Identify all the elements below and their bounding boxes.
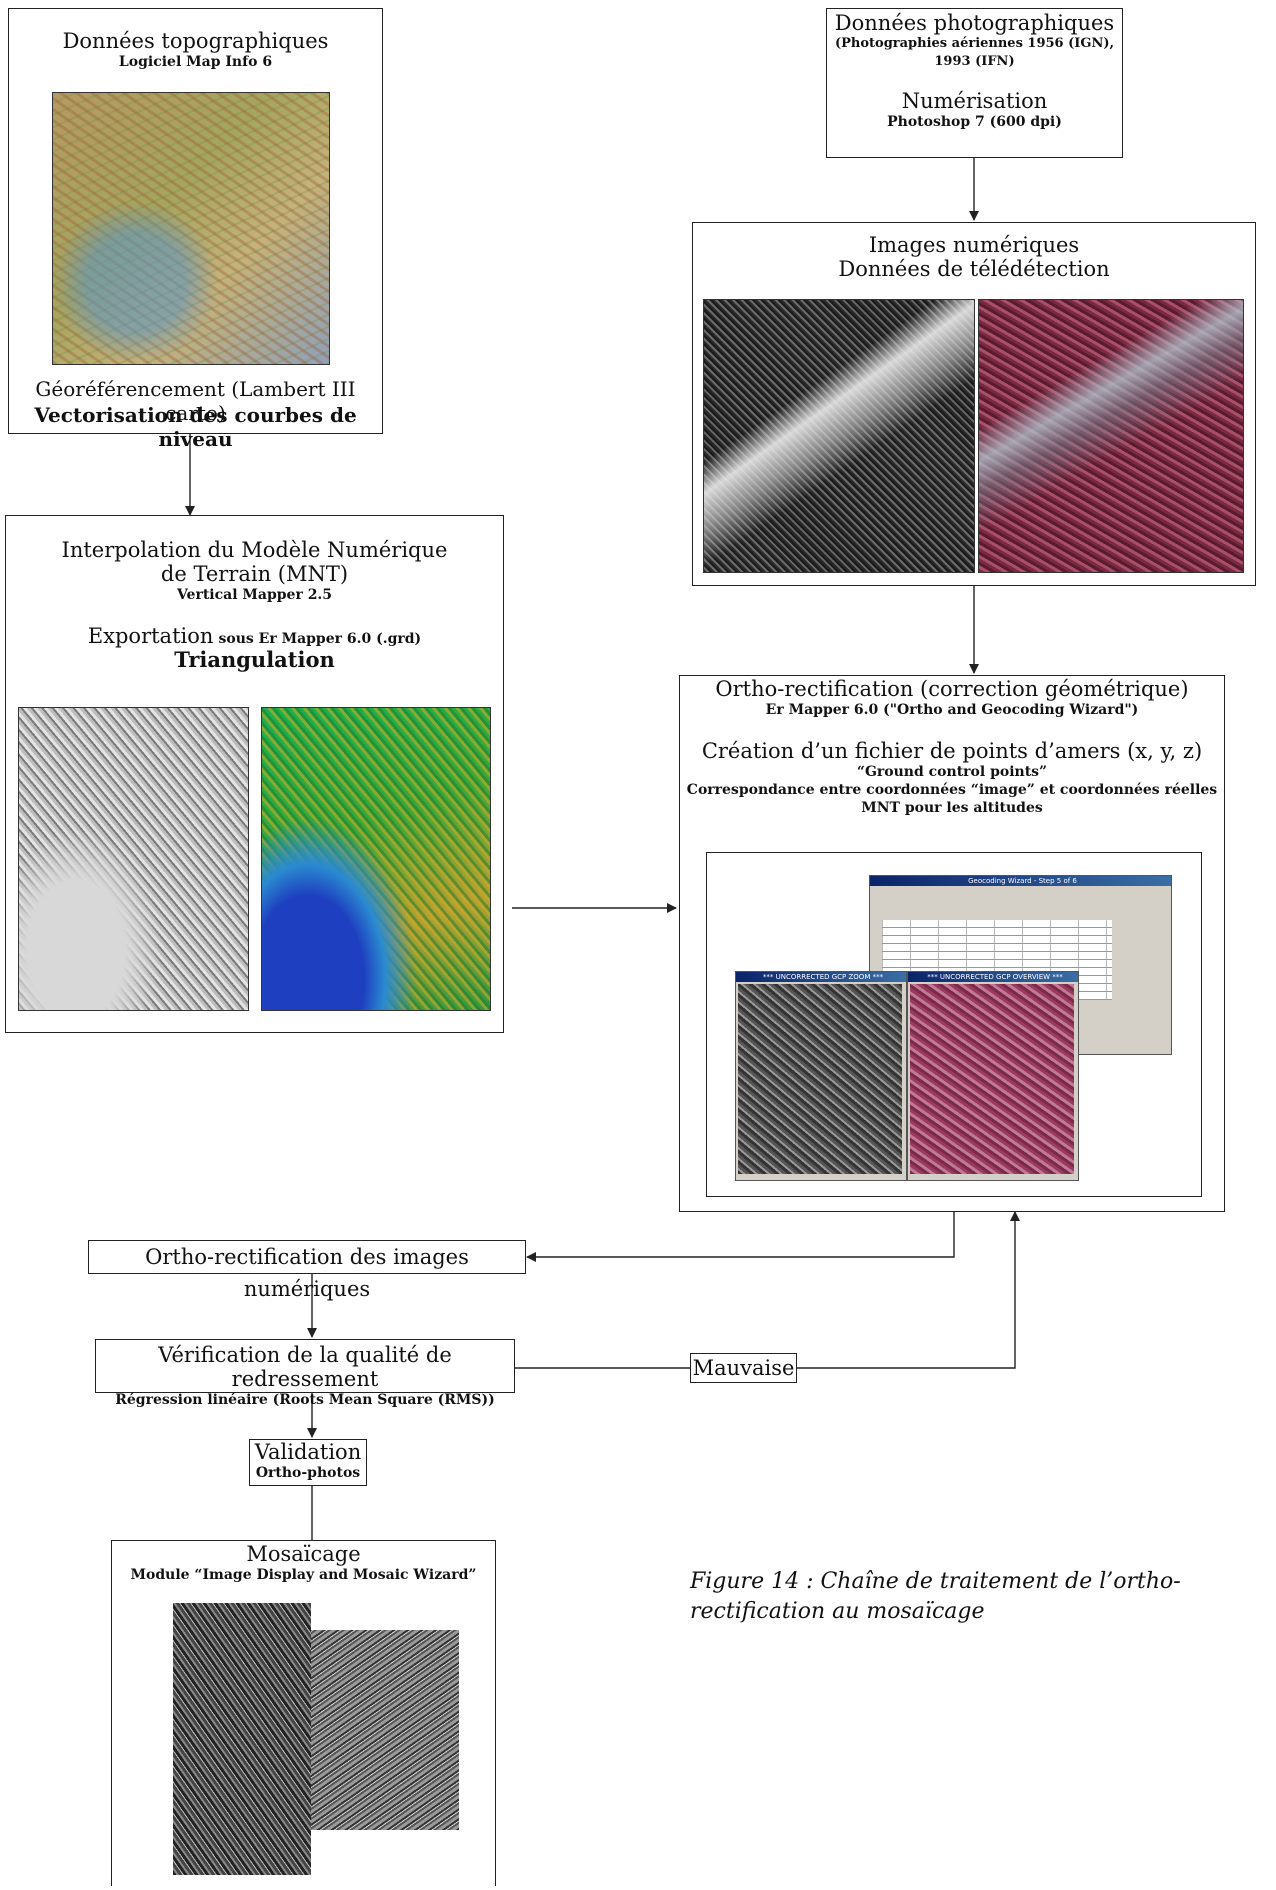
topo-map-image [52,92,330,365]
figure-caption: Figure 14 : Chaîne de traitement de l’or… [690,1567,1210,1627]
hillshade-image [18,707,249,1011]
mnt-export-line: Exportation sous Er Mapper 6.0 (.grd) [6,624,503,648]
gcp-overview-window: *** UNCORRECTED GCP OVERVIEW *** [907,971,1079,1181]
mosaic-subtitle: Module “Image Display and Mosaic Wizard” [130,1567,477,1583]
verif-box: Vérification de la qualité de redresseme… [95,1339,515,1408]
validation-box: Validation Ortho-photos [249,1439,367,1486]
mnt-subtitle: Vertical Mapper 2.5 [176,587,333,603]
validation-title: Validation [254,1440,362,1464]
ortho-subtitle: Er Mapper 6.0 ("Ortho and Geocoding Wiza… [765,702,1139,718]
ortho-images-box: Ortho-rectification des images numérique… [88,1240,526,1301]
gcp-zoom-image [738,984,902,1174]
photo-step: Numérisation [901,89,1048,113]
images-line2: Données de télédétection [838,257,1110,281]
mnt-triangulation: Triangulation [174,647,335,672]
mosaic-title: Mosaïcage [246,1542,361,1566]
gcp-title: Création d’un fichier de points d’amers … [701,739,1203,763]
mnt-box: Interpolation du Modèle Numérique de Ter… [5,515,504,1033]
caption-line-1: Figure 14 : Chaîne de traitement de l’or… [690,1569,1181,1594]
validation-subtitle: Ortho-photos [255,1465,361,1481]
mnt-title-2: de Terrain (MNT) [160,562,349,586]
ortho-title: Ortho-rectification (correction géométri… [715,677,1189,701]
mauvaise-label: Mauvaise [692,1356,795,1380]
arrow-mauvaise-to-ortho [797,1211,1020,1369]
images-box: Images numériques Données de télédétecti… [692,222,1256,586]
mnt-export-sub: sous Er Mapper 6.0 (.grd) [218,631,422,647]
gcp-subtitle: “Ground control points” [856,764,1048,780]
wizard-title: Geocoding Wizard - Step 5 of 6 [870,876,1171,886]
verif-subtitle: Régression linéaire (Roots Mean Square (… [115,1392,495,1408]
mnt-title-1: Interpolation du Modèle Numérique [61,538,448,562]
photo-step-sub: Photoshop 7 (600 dpi) [887,114,1062,130]
ortho-images-label: Ortho-rectification des images numérique… [145,1245,469,1301]
mosaic-image-right [311,1630,459,1830]
ortho-box: Ortho-rectification (correction géométri… [679,675,1225,1212]
topo-title: Données topographiques [62,29,329,53]
overview-window-title: *** UNCORRECTED GCP OVERVIEW *** [908,972,1078,982]
mnt-export-main: Exportation [87,624,214,648]
caption-line-2: rectification au mosaïcage [690,1599,985,1624]
topo-subtitle: Logiciel Map Info 6 [118,54,273,70]
mosaic-image-left [173,1603,311,1875]
verif-title: Vérification de la qualité de redresseme… [158,1343,452,1391]
photo-title: Données photographiques [834,11,1115,35]
photo-subtitle-2: 1993 (IFN) [934,54,1015,69]
gcp-mnt-altitudes: MNT pour les altitudes [861,800,1043,816]
images-line1: Images numériques [868,233,1080,257]
mosaic-box: Mosaïcage Module “Image Display and Mosa… [111,1540,496,1886]
topo-vector: Vectorisation des courbes de niveau [34,403,357,451]
mauvaise-box: Mauvaise [690,1353,797,1383]
topo-georef: Géoréférencement (Lambert III carto) [35,377,356,425]
topo-box: Données topographiques Logiciel Map Info… [8,8,383,451]
er-mapper-screenshot: Geocoding Wizard - Step 5 of 6 *** UNCOR… [706,852,1202,1197]
gcp-zoom-window: *** UNCORRECTED GCP ZOOM *** [735,971,907,1181]
zoom-window-title: *** UNCORRECTED GCP ZOOM *** [736,972,906,982]
dem-color-image [261,707,491,1011]
gcp-overview-image [910,984,1074,1174]
arrow-ortho-to-ortho-images [526,1212,955,1262]
aerial-photo-1993 [978,299,1244,573]
photo-subtitle-1: (Photographies aériennes 1956 (IGN), [834,36,1115,51]
gcp-correspondance: Correspondance entre coordonnées “image”… [686,782,1218,798]
aerial-photo-1956 [703,299,975,573]
photo-box: Données photographiques (Photographies a… [826,8,1123,158]
